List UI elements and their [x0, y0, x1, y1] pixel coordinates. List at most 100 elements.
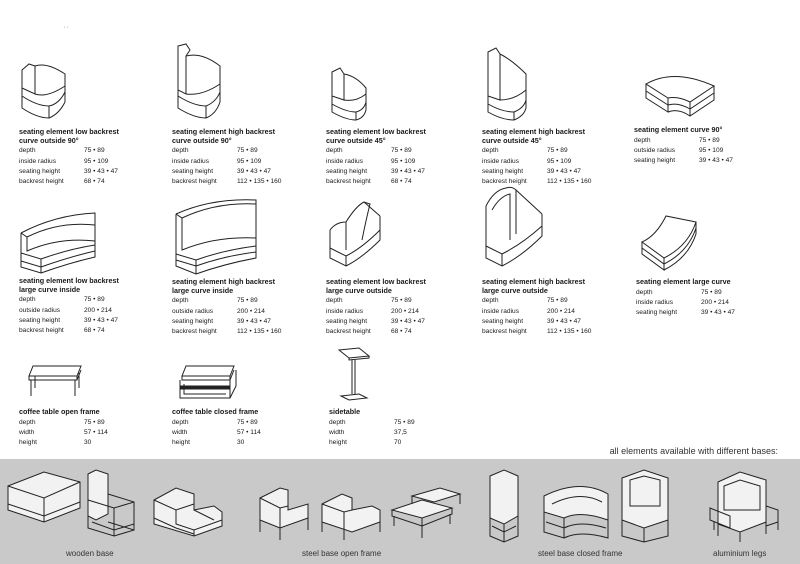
seat-large-curve-icon	[640, 215, 697, 271]
catalog-item: seating element high backrest large curv…	[172, 196, 312, 338]
spec-row: outside radius 95 • 109	[634, 146, 774, 156]
catalog-item: seating element low backrest large curve…	[19, 205, 159, 337]
spec-label: seating height	[482, 168, 524, 175]
spec-label: backrest height	[172, 178, 217, 186]
spec-label: width	[19, 429, 35, 436]
spec-value: 95 • 109	[84, 157, 109, 165]
spec-row: backrest height 112 • 135 • 160	[172, 327, 312, 337]
steel-base-closed-frame-icon	[489, 469, 669, 543]
spec-label: inside radius	[482, 157, 520, 165]
spec-row: inside radius 95 • 109	[19, 157, 159, 167]
spec-label: backrest height	[19, 327, 64, 335]
seat-high-large-curve-inside-icon	[175, 199, 257, 275]
spec-label: depth	[326, 147, 343, 155]
spec-label: outside radius	[19, 306, 61, 314]
spec-value: 39 • 43 • 47	[547, 168, 581, 175]
spec-label: backrest height	[326, 328, 371, 336]
sidetable-icon	[337, 347, 371, 401]
spec-value: 30	[84, 439, 92, 447]
spec-value: 75 • 89	[237, 147, 258, 155]
spec-value: 75 • 89	[391, 147, 412, 155]
seat-low-curve-outside-90-icon	[21, 63, 66, 119]
item-title: seating element large curve	[636, 277, 731, 286]
spec-value: 39 • 43 • 47	[237, 318, 271, 325]
spec-label: backrest height	[172, 328, 217, 336]
item-title: seating element low backrest curve outsi…	[19, 127, 119, 145]
catalog-item: seating element high backrest curve outs…	[482, 46, 622, 188]
spec-value: 75 • 89	[547, 297, 568, 305]
seat-curve-90-icon	[645, 75, 716, 117]
spec-label: depth	[634, 136, 651, 144]
spec-label: inside radius	[326, 157, 364, 165]
spec-label: outside radius	[634, 147, 676, 154]
spec-value: 112 • 135 • 160	[237, 178, 282, 186]
spec-value: 75 • 89	[391, 297, 412, 305]
seat-high-large-curve-outside-icon	[485, 186, 543, 267]
item-title: coffee table open frame	[19, 407, 100, 416]
spec-value: 75 • 89	[237, 297, 258, 305]
spec-label: seating height	[19, 168, 61, 175]
spec-value: 68 • 74	[84, 178, 105, 186]
spec-label: depth	[329, 418, 346, 426]
spec-label: outside radius	[172, 307, 214, 315]
aluminium-legs-icon	[709, 471, 779, 542]
item-title: seating element high backrest curve outs…	[172, 127, 276, 145]
spec-value: 68 • 74	[84, 327, 105, 335]
spec-value: 95 • 109	[699, 147, 724, 154]
spec-label: seating height	[172, 318, 214, 325]
spec-label: backrest height	[482, 178, 527, 186]
base-caption: steel base closed frame	[538, 549, 623, 558]
base-caption: steel base open frame	[302, 549, 382, 558]
spec-label: seating height	[326, 318, 368, 325]
spec-value: 75 • 89	[84, 147, 105, 155]
spec-value: 39 • 43 • 47	[547, 318, 581, 325]
spec-label: inside radius	[482, 307, 520, 315]
spec-label: depth	[482, 147, 499, 155]
item-title: seating element low backrest large curve…	[19, 276, 119, 294]
steel-base-open-frame-icon	[259, 487, 462, 540]
spec-label: inside radius	[19, 157, 57, 165]
spec-label: depth	[172, 418, 189, 426]
spec-label: seating height	[634, 157, 676, 165]
spec-label: width	[329, 429, 345, 436]
spec-value: 39 • 43 • 47	[391, 168, 425, 175]
spec-value: 68 • 74	[391, 178, 412, 186]
spec-row: backrest height 112 • 135 • 160	[172, 177, 312, 187]
spec-row: depth 75 • 89	[326, 146, 466, 156]
spec-value: 95 • 109	[391, 157, 416, 165]
coffee-table-closed-frame-icon	[179, 365, 237, 399]
spec-value: 112 • 135 • 160	[547, 328, 592, 336]
spec-value: 112 • 135 • 160	[547, 178, 592, 186]
spec-value: 68 • 74	[391, 328, 412, 336]
spec-value: 112 • 135 • 160	[237, 328, 282, 336]
spec-label: seating height	[636, 309, 678, 317]
